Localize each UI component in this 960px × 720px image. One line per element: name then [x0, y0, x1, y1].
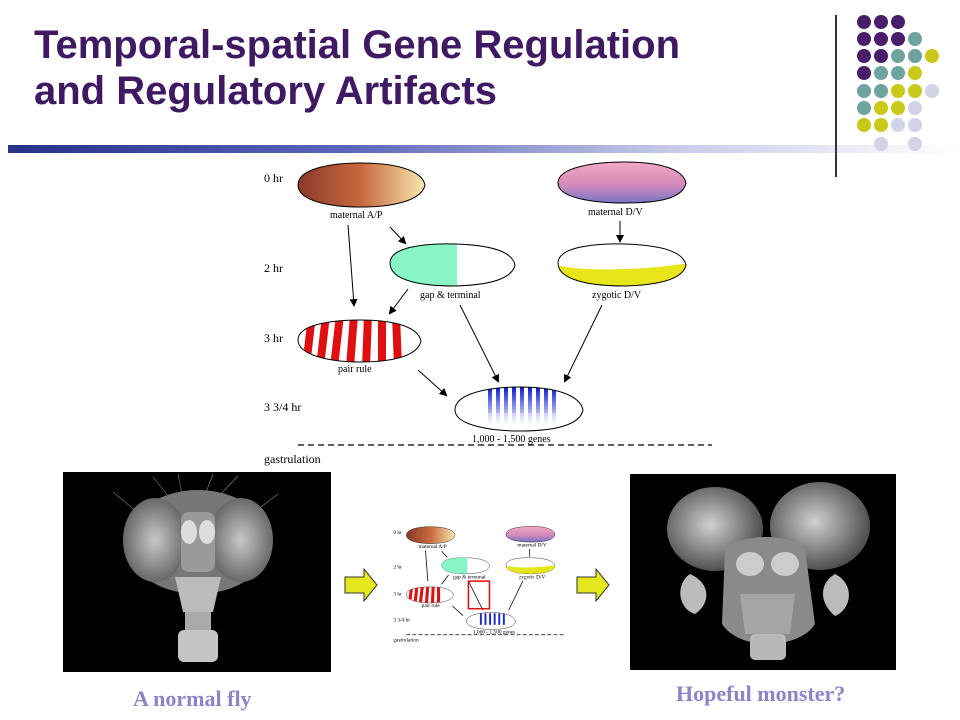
fly-head-icon	[112, 473, 279, 662]
stage-label-0hr: 0 hr	[264, 171, 283, 185]
normal-fly-photo	[63, 472, 331, 672]
thumb-maternal-ap: maternal A/P	[419, 544, 447, 550]
thumb-gap-terminal: gap & terminal	[453, 574, 486, 580]
thumb-gastrulation: gastrulation	[393, 638, 419, 644]
corner-divider-line	[835, 15, 837, 177]
dot	[857, 101, 871, 115]
stage-label-3-3-4hr: 3 3/4 hr	[264, 400, 301, 414]
thumb-stage-3-3-4hr: 3 3/4 hr	[393, 618, 410, 624]
thumb-stage-0hr: 0 hr	[393, 530, 402, 536]
diagram-thumbnail: 0 hr 2 hr 3 hr 3 3/4 hr maternal A/P mat…	[393, 526, 565, 644]
dot	[925, 49, 939, 63]
gene-regulation-diagram: 0 hr 2 hr 3 hr 3 3/4 hr maternal A/P mat…	[264, 161, 712, 466]
regulation-arrows	[347, 221, 624, 397]
title-underline	[8, 145, 960, 153]
maternal-ap-label: maternal A/P	[330, 210, 383, 221]
dot	[891, 32, 905, 46]
dot	[874, 101, 888, 115]
thumb-maternal-dv: maternal D/V	[517, 543, 546, 549]
pair-rule-embryo	[297, 319, 422, 363]
dot	[908, 32, 922, 46]
dot	[891, 101, 905, 115]
slide-title: Temporal-spatial Gene Regulation and Reg…	[34, 22, 824, 114]
dot	[891, 118, 905, 132]
maternal-dv-embryo	[557, 161, 687, 204]
gap-terminal-embryo	[389, 243, 516, 287]
gap-terminal-label: gap & terminal	[420, 290, 481, 301]
thumb-pair-rule: pair rule	[422, 603, 441, 609]
final-genes-label: 1,000 - 1,500 genes	[472, 434, 551, 445]
stage-label-2hr: 2 hr	[264, 261, 283, 275]
dot	[908, 49, 922, 63]
hopeful-monster-caption: Hopeful monster?	[676, 681, 846, 706]
thumb-stage-2hr: 2 hr	[393, 564, 402, 570]
dot	[874, 84, 888, 98]
dot	[891, 15, 905, 29]
dot	[874, 118, 888, 132]
dot	[908, 84, 922, 98]
zygotic-dv-label: zygotic D/V	[592, 290, 642, 301]
pair-rule-label: pair rule	[338, 364, 372, 375]
stage-label-3hr: 3 hr	[264, 331, 283, 345]
dot	[874, 32, 888, 46]
dot	[857, 84, 871, 98]
dot	[857, 15, 871, 29]
highlight-box	[467, 580, 491, 610]
right-arrow-right	[576, 568, 610, 602]
dot	[908, 101, 922, 115]
maternal-ap-embryo	[297, 162, 426, 208]
thumb-zygotic-dv: zygotic D/V	[519, 574, 545, 580]
title-line-2: and Regulatory Artifacts	[34, 69, 498, 113]
dot	[857, 66, 871, 80]
thumb-stage-3hr: 3 hr	[393, 591, 402, 597]
gastrulation-label: gastrulation	[264, 452, 321, 466]
dot	[874, 15, 888, 29]
mutant-fly-head-icon	[667, 482, 870, 660]
mutant-fly-photo	[630, 474, 896, 670]
right-arrow-left	[344, 568, 378, 602]
dot	[908, 118, 922, 132]
dot	[857, 118, 871, 132]
dot	[925, 84, 939, 98]
dot	[857, 32, 871, 46]
dot	[908, 137, 922, 151]
dot	[891, 66, 905, 80]
maternal-dv-label: maternal D/V	[588, 207, 643, 218]
zygotic-dv-embryo	[557, 243, 687, 287]
dot	[874, 66, 888, 80]
dot	[908, 66, 922, 80]
normal-fly-caption: A normal fly	[133, 686, 252, 711]
dot	[874, 49, 888, 63]
dot	[857, 49, 871, 63]
thumb-final-genes: 1,000 - 1,500 genes	[473, 630, 515, 636]
segment-polarity-embryo	[454, 386, 584, 432]
dot	[891, 49, 905, 63]
title-line-1: Temporal-spatial Gene Regulation	[34, 23, 681, 67]
dot	[891, 84, 905, 98]
dot	[874, 137, 888, 151]
